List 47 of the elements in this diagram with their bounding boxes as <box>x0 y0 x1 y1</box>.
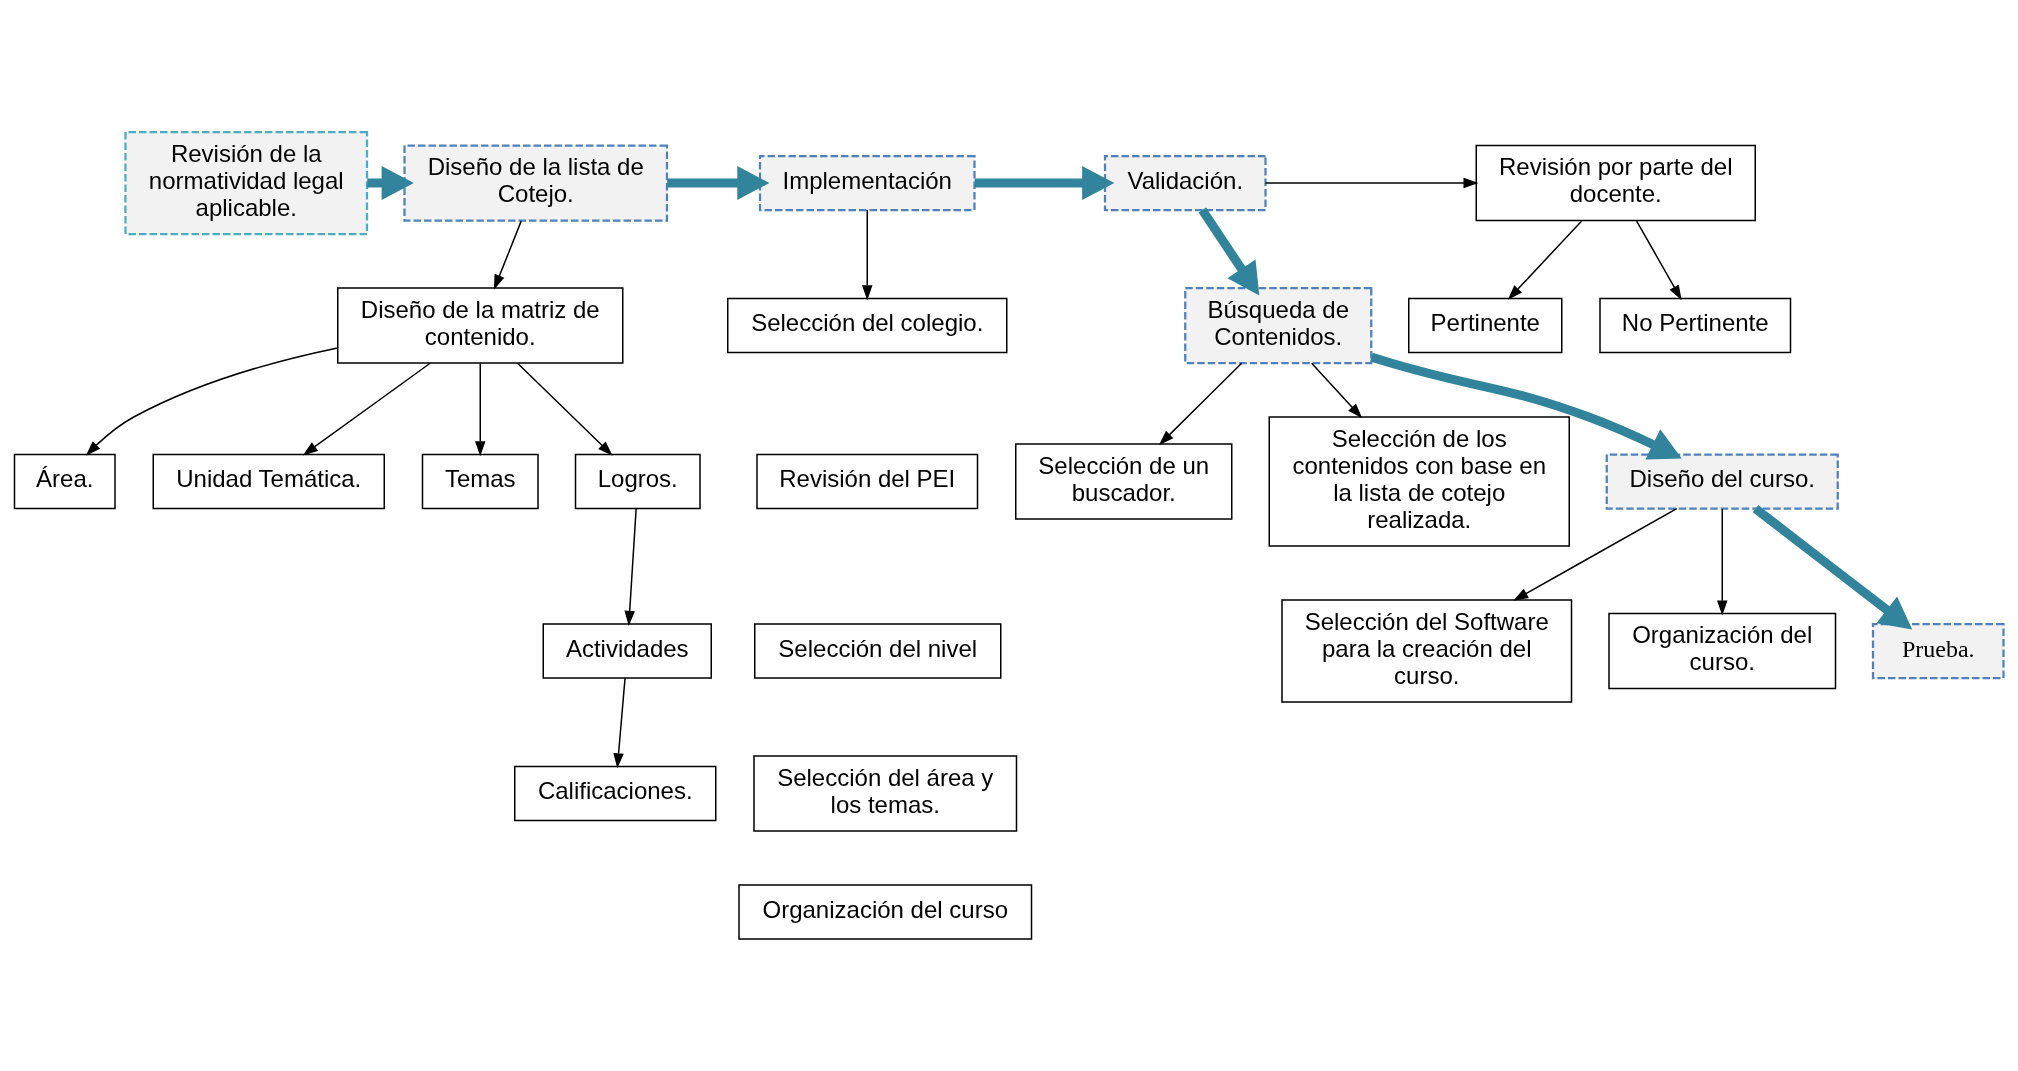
node-box: Diseño de la lista de Cotejo. <box>403 144 669 222</box>
node-box: Selección del Software para la creación del curso. <box>1281 599 1573 703</box>
arrow <box>862 209 873 301</box>
node-box: Temas <box>421 453 539 510</box>
arrow <box>1717 508 1728 616</box>
node-box: Revisión del PEI <box>756 453 979 510</box>
arrow <box>302 362 431 456</box>
arrow <box>1159 362 1243 446</box>
node-box: Prueba. <box>1871 622 2005 680</box>
arrow <box>624 508 637 626</box>
arrow <box>613 677 626 769</box>
node-box: Unidad Temática. <box>152 453 385 510</box>
arrow <box>974 166 1115 200</box>
node-box: Área. <box>13 453 116 510</box>
node-box: Revisión de la normatividad legal aplicable. <box>124 130 369 236</box>
node-box: Organización del curso. <box>1608 612 1837 690</box>
node-box: Implementación <box>758 154 976 212</box>
node-box: Selección del colegio. <box>727 297 1008 354</box>
node-box: Revisión por parte del docente. <box>1475 144 1756 222</box>
arrow <box>1507 220 1583 300</box>
node-box: Selección de los contenidos con base en la lista de cotejo realizada. <box>1268 416 1570 547</box>
arrow <box>367 166 414 200</box>
node-box: Diseño del curso. <box>1605 453 1839 510</box>
node-box: Actividades <box>542 623 712 679</box>
node-box: Selección del nivel <box>754 623 1002 679</box>
arrow <box>667 166 770 200</box>
node-box: Calificaciones. <box>514 765 717 822</box>
arrow <box>1513 507 1678 601</box>
arrow <box>475 362 486 457</box>
node-box: Organización del curso <box>738 884 1033 940</box>
node-box: Logros. <box>574 453 701 510</box>
node-box: No Pertinente <box>1599 297 1792 354</box>
arrow <box>1370 352 1682 460</box>
node-box: Validación. <box>1103 154 1267 212</box>
arrow <box>1264 177 1479 189</box>
node-box: Pertinente <box>1408 297 1563 354</box>
arrow <box>516 362 613 456</box>
arrow <box>1752 505 1913 630</box>
arrow <box>493 220 522 290</box>
arrow <box>1198 207 1260 296</box>
node-box: Búsqueda de Contenidos. <box>1184 286 1373 365</box>
node-box: Selección de un buscador. <box>1015 443 1233 520</box>
node-box: Selección del área y los temas. <box>753 755 1018 832</box>
node-box: Diseño de la matriz de contenido. <box>337 287 624 364</box>
arrow <box>85 347 339 456</box>
arrow <box>1310 362 1363 419</box>
arrow <box>1635 220 1682 301</box>
